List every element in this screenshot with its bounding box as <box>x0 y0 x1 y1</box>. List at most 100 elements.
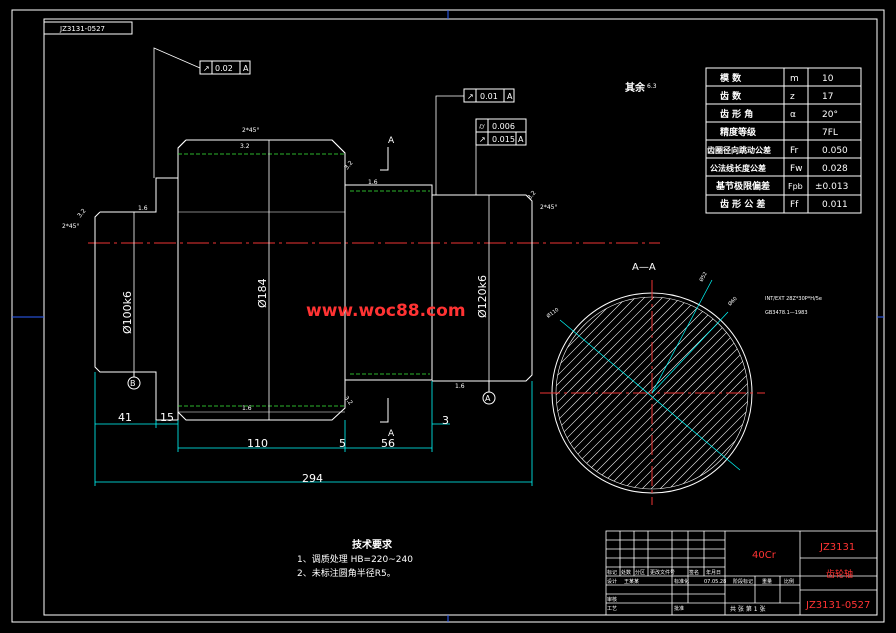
hatch-line <box>556 297 660 489</box>
dim-41: 41 <box>118 411 132 424</box>
svg-text:Fr: Fr <box>790 146 799 156</box>
dim-110: 110 <box>247 437 268 450</box>
section-dia-3: Ø60 <box>726 295 738 307</box>
title-block-text: 40Cr JZ3131 齿轮轴 JZ3131-0527 标记 处数 分区 更改文… <box>607 542 870 613</box>
svg-text:齿 形 公 差: 齿 形 公 差 <box>720 198 765 210</box>
svg-text:齿轮轴: 齿轮轴 <box>826 568 853 580</box>
dim-5: 5 <box>339 437 346 450</box>
rough-16d: 1.6 <box>455 383 465 390</box>
svg-text:精度等级: 精度等级 <box>720 126 757 138</box>
svg-text:7FL: 7FL <box>822 128 838 138</box>
tech-req-title: 技术要求 <box>352 538 393 551</box>
svg-text:审核: 审核 <box>607 596 617 603</box>
hatch-line <box>636 297 748 489</box>
svg-text:工艺: 工艺 <box>607 606 617 612</box>
chamfer-left: 2*45° <box>62 223 79 230</box>
svg-text:齿 数: 齿 数 <box>720 90 742 102</box>
runout-mid-icon: ↗ <box>467 92 474 101</box>
surface-finish-value: 6.3 <box>647 83 657 90</box>
dim-d184: Ø184 <box>256 278 269 308</box>
shaft-hidden-lines <box>178 153 430 407</box>
runout-right-icon: ↗ <box>479 135 486 144</box>
dim-15: 15 <box>160 411 174 424</box>
svg-text:重量: 重量 <box>762 578 772 585</box>
section-dia-2: Ø110 <box>545 306 560 319</box>
svg-text:年月日: 年月日 <box>706 569 721 576</box>
section-mark-bottom: A <box>388 429 395 439</box>
dim-3: 3 <box>442 414 449 427</box>
dim-294: 294 <box>302 472 323 485</box>
svg-text:A: A <box>485 394 491 403</box>
svg-text:齿圈径向跳动公差: 齿圈径向跳动公差 <box>707 145 771 155</box>
svg-text:07.05.28: 07.05.28 <box>704 579 726 585</box>
svg-text:0.006: 0.006 <box>492 122 515 131</box>
svg-text:共 张 第 1 张: 共 张 第 1 张 <box>730 605 765 613</box>
svg-text:更改文件号: 更改文件号 <box>650 569 675 576</box>
section-view-label: A—A <box>632 262 656 273</box>
hatch-line <box>556 297 642 489</box>
hatch-line <box>556 297 651 489</box>
gdt-frame-right: ⌭ 0.006 ↗ 0.015 A <box>475 118 527 146</box>
svg-text:0.01: 0.01 <box>480 92 498 101</box>
length-dim-lines <box>94 372 533 486</box>
svg-text:模 数: 模 数 <box>720 72 742 84</box>
hatch-line <box>645 297 748 489</box>
svg-text:齿 形 角: 齿 形 角 <box>720 108 753 120</box>
svg-text:标记: 标记 <box>607 569 617 576</box>
drawing-frame <box>11 9 885 623</box>
rough-32b: 3.2 <box>343 159 355 171</box>
svg-text:17: 17 <box>822 92 833 102</box>
svg-text:JZ3131-0527: JZ3131-0527 <box>805 600 870 611</box>
hatch-line <box>654 297 748 489</box>
chamfer-right: 2*45° <box>540 204 557 211</box>
svg-text:批准: 批准 <box>674 605 684 612</box>
section-cut-marks <box>380 147 389 423</box>
svg-text:0.015: 0.015 <box>492 135 515 144</box>
svg-text:A: A <box>243 64 249 73</box>
svg-text:王某某: 王某某 <box>624 579 639 585</box>
svg-text:阶段标记: 阶段标记 <box>733 578 753 585</box>
svg-text:分区: 分区 <box>635 569 645 576</box>
svg-text:±0.013: ±0.013 <box>815 182 848 192</box>
hatch-line <box>663 297 748 489</box>
diameter-dim-lines <box>133 140 490 420</box>
svg-text:α: α <box>790 110 796 120</box>
svg-text:m: m <box>790 74 799 84</box>
chamfer-gear: 2*45° <box>242 127 259 134</box>
watermark: www.woc88.com <box>306 301 466 321</box>
rough-16a: 1.6 <box>138 205 148 212</box>
hatch-line <box>672 297 748 489</box>
svg-text:z: z <box>790 92 795 102</box>
datum-b-marker: B <box>127 372 141 390</box>
section-mark-top: A <box>388 136 395 146</box>
tech-req-1: 1、调质处理 HB=220~240 <box>297 553 413 565</box>
tech-req-2: 2、未标注圆角半径R5。 <box>297 567 396 579</box>
section-dia-1: Ø52 <box>698 271 709 283</box>
svg-text:A: A <box>518 135 524 144</box>
runout-top-icon: ↗ <box>203 64 210 73</box>
hatch-line <box>744 297 748 489</box>
hatch-line <box>556 297 705 489</box>
gear-param-table <box>705 67 862 214</box>
svg-text:公法线长度公差: 公法线长度公差 <box>710 163 766 173</box>
svg-text:Fw: Fw <box>790 164 803 174</box>
svg-text:0.02: 0.02 <box>215 64 233 73</box>
svg-text:20°: 20° <box>822 110 838 120</box>
dim-d100: Ø100k6 <box>121 291 134 334</box>
hatch-line <box>582 297 748 489</box>
svg-text:基节极限偏差: 基节极限偏差 <box>715 180 770 192</box>
mirrored-code-box <box>43 21 133 35</box>
svg-text:0.011: 0.011 <box>822 200 848 210</box>
hatch-line <box>754 283 896 503</box>
svg-text:比例: 比例 <box>784 578 794 585</box>
rough-32a: 3.2 <box>240 143 250 150</box>
svg-text:JZ3131: JZ3131 <box>819 542 855 553</box>
svg-text:Ff: Ff <box>790 200 799 210</box>
svg-text:Fpb: Fpb <box>788 182 803 191</box>
svg-text:设计: 设计 <box>607 578 617 585</box>
rough-32d: 3.2 <box>526 189 538 201</box>
svg-text:签名: 签名 <box>689 569 699 576</box>
dim-56: 56 <box>381 437 395 450</box>
gdt-frame-top: ↗ 0.02 A <box>199 60 251 75</box>
svg-text:标准化: 标准化 <box>674 578 689 585</box>
